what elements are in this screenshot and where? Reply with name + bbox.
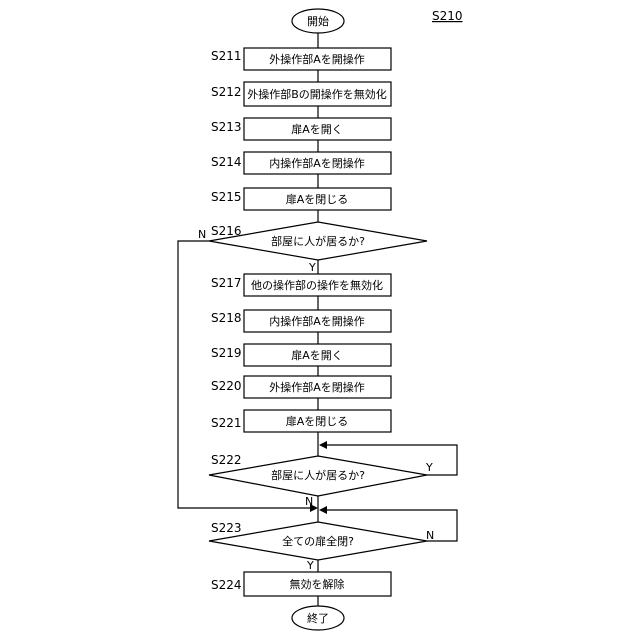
start-label: 開始 [307, 14, 329, 28]
step-label-s224: S224 [211, 578, 242, 592]
process-text-s215: 扉Aを閉じる [286, 193, 349, 206]
step-label-s212: S212 [211, 85, 242, 99]
step-label-s221: S221 [211, 416, 242, 430]
branch-label-s222-yes: Y [425, 461, 433, 474]
end-label: 終了 [307, 611, 329, 625]
step-label-s222: S222 [211, 453, 242, 467]
process-text-s218: 内操作部Aを開操作 [269, 314, 365, 328]
step-label-s220: S220 [211, 379, 242, 393]
decision-text-s223: 全ての扉全閉? [282, 534, 354, 548]
figure-label: S210 [432, 9, 463, 23]
branch-label-s223-yes: Y [306, 559, 314, 572]
decision-text-s216: 部屋に人が居るか? [271, 234, 365, 248]
process-text-s213: 扉Aを開く [291, 123, 343, 136]
process-text-s224: 無効を解除 [290, 577, 345, 591]
step-label-s218: S218 [211, 311, 242, 325]
step-label-s219: S219 [211, 346, 242, 360]
branch-label-s216-yes: Y [308, 261, 316, 274]
process-text-s220: 外操作部Aを閉操作 [269, 380, 365, 394]
arrow-head [310, 504, 318, 512]
step-label-s216: S216 [211, 224, 242, 238]
decision-text-s222: 部屋に人が居るか? [271, 468, 365, 482]
branch-label-s216-no: N [198, 228, 206, 241]
arrow-head [319, 441, 327, 449]
process-text-s211: 外操作部Aを開操作 [269, 52, 365, 66]
step-label-s217: S217 [211, 276, 242, 290]
step-label-s211: S211 [211, 49, 242, 63]
arrow-head [319, 506, 327, 514]
process-text-s221: 扉Aを閉じる [286, 415, 349, 428]
step-label-s213: S213 [211, 120, 242, 134]
step-label-s215: S215 [211, 190, 242, 204]
process-text-s219: 扉Aを開く [291, 349, 343, 362]
step-label-s223: S223 [211, 521, 242, 535]
branch-label-s223-no: N [426, 529, 434, 542]
step-label-s214: S214 [211, 155, 242, 169]
process-text-s214: 内操作部Aを閉操作 [269, 156, 365, 170]
process-text-s212: 外操作部Bの開操作を無効化 [247, 87, 387, 101]
process-text-s217: 他の操作部の操作を無効化 [251, 278, 383, 292]
